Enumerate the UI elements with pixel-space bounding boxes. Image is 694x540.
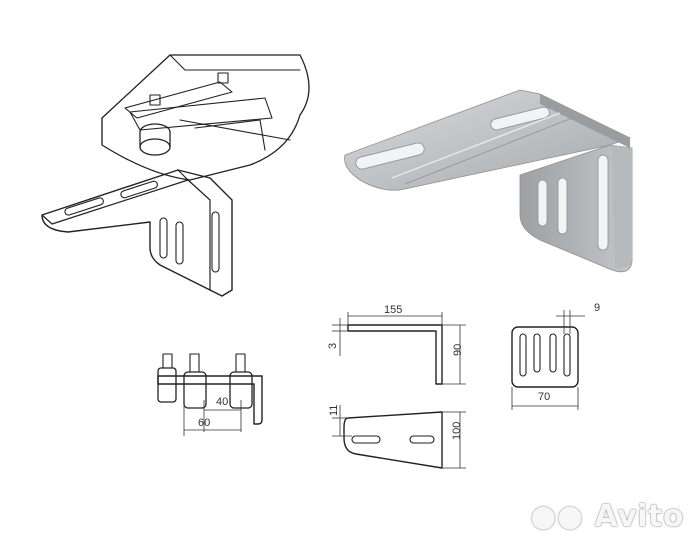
top-view-drawing: 11 100 bbox=[328, 405, 466, 469]
watermark: ●● Avito bbox=[530, 499, 684, 534]
dim-rollers-inner: 40 bbox=[216, 396, 228, 408]
dim-top-hole-offset: 11 bbox=[328, 405, 340, 416]
installation-sketch bbox=[101, 54, 310, 181]
watermark-text: Avito bbox=[594, 499, 684, 534]
rollers-front-view: 40 60 bbox=[157, 353, 263, 436]
dim-front-width: 70 bbox=[538, 391, 550, 403]
front-view-drawing: 9 70 bbox=[511, 302, 600, 410]
bracket-3d-render bbox=[344, 89, 633, 273]
dim-side-length: 155 bbox=[384, 304, 402, 316]
dim-top-width: 100 bbox=[451, 422, 463, 440]
dim-side-thickness: 3 bbox=[327, 343, 339, 349]
dim-rollers-outer: 60 bbox=[198, 417, 210, 429]
watermark-logo-icon: ●● bbox=[530, 499, 584, 534]
side-profile-drawing: 155 3 90 bbox=[327, 304, 466, 385]
bracket-line-art bbox=[41, 169, 233, 297]
dim-side-height: 90 bbox=[452, 344, 464, 356]
dim-front-gap: 9 bbox=[594, 302, 600, 314]
